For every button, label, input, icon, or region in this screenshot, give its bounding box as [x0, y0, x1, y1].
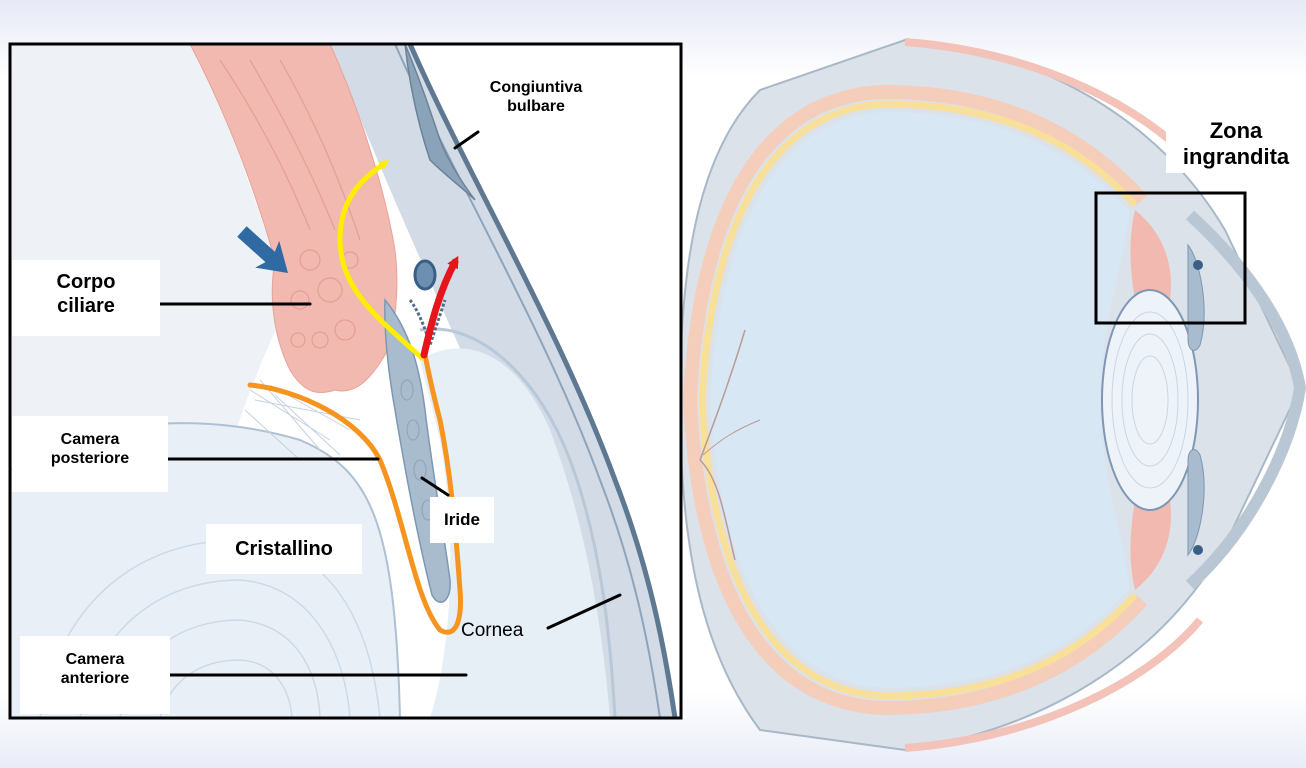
label-iride: Iride — [430, 497, 494, 543]
label-corpo-line-1: Corpo — [12, 270, 160, 294]
label-zona-line-2: ingrandita — [1166, 144, 1306, 170]
label-congiuntiva-line-2: bulbare — [480, 97, 592, 116]
label-camera-posteriore: Camera posteriore — [12, 416, 168, 492]
vitreous-body — [710, 112, 1130, 688]
label-corpo-ciliare: Corpo ciliare — [12, 260, 160, 336]
label-cristallino: Cristallino — [206, 524, 362, 574]
label-zona-ingrandita: Zona ingrandita — [1166, 116, 1306, 173]
label-congiuntiva-line-1: Congiuntiva — [480, 78, 592, 97]
label-camera-anteriore: Camera anteriore — [20, 636, 170, 714]
label-corpo-line-2: ciliare — [12, 294, 160, 318]
label-camera-posteriore-line-2: posteriore — [12, 449, 168, 468]
schlemm-canal — [415, 261, 435, 289]
label-congiuntiva-bulbare: Congiuntiva bulbare — [480, 76, 592, 118]
label-camera-posteriore-line-1: Camera — [12, 430, 168, 449]
label-zona-line-1: Zona — [1166, 118, 1306, 144]
label-cornea: Cornea — [461, 620, 523, 643]
label-camera-anteriore-line-1: Camera — [20, 650, 170, 669]
label-camera-anteriore-line-2: anteriore — [20, 669, 170, 688]
magnified-panel — [10, 44, 681, 718]
